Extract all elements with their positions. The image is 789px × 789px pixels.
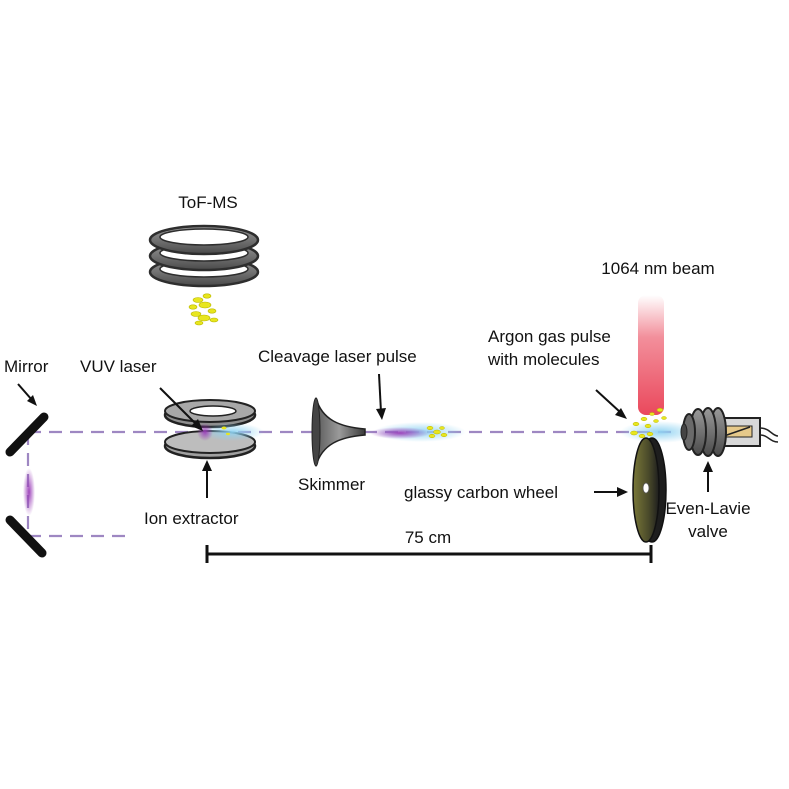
vuv-glow-vertical [23,468,35,516]
tof-ms-label: ToF-MS [178,193,238,212]
even-lavie-label-line1: Even-Lavie [665,499,750,518]
scale-bar [205,545,653,563]
mirror-lower [5,515,47,558]
cleavage-arrow [376,373,386,420]
argon-arrow [595,389,627,419]
mirror-upper [5,412,49,457]
skimmer-label: Skimmer [298,475,365,494]
glassy-carbon-wheel [632,437,667,543]
even-lavie-label-line2: valve [688,522,728,541]
skimmer [311,397,366,467]
vuv-laser-arrow [159,387,203,431]
ion-extractor-arrow [202,460,212,498]
mirror-arrow [17,383,37,406]
extractor-ions [221,426,230,436]
mirror-label: Mirror [4,357,49,376]
glassy-carbon-wheel-label: glassy carbon wheel [404,483,558,502]
tof-ms [148,224,260,288]
cleavage-purple-glow [370,427,430,439]
cleavage-ions [426,425,448,439]
scale-bar-label: 75 cm [405,528,451,547]
wheel-arrow [594,487,628,497]
even-lavie-valve [680,407,779,457]
beam-1064-label: 1064 nm beam [601,259,714,278]
beam-glow-extractor [200,423,264,441]
argon-label-line2: with molecules [487,350,600,369]
ions-cloud [188,293,219,326]
argon-label-line1: Argon gas pulse [488,327,611,346]
argon-molecules [630,407,667,439]
ion-extractor-label: Ion extractor [144,509,239,528]
cleavage-laser-pulse-label: Cleavage laser pulse [258,347,417,366]
beam-1064 [638,295,664,415]
vuv-laser-label: VUV laser [80,357,157,376]
valve-arrow [703,461,713,492]
